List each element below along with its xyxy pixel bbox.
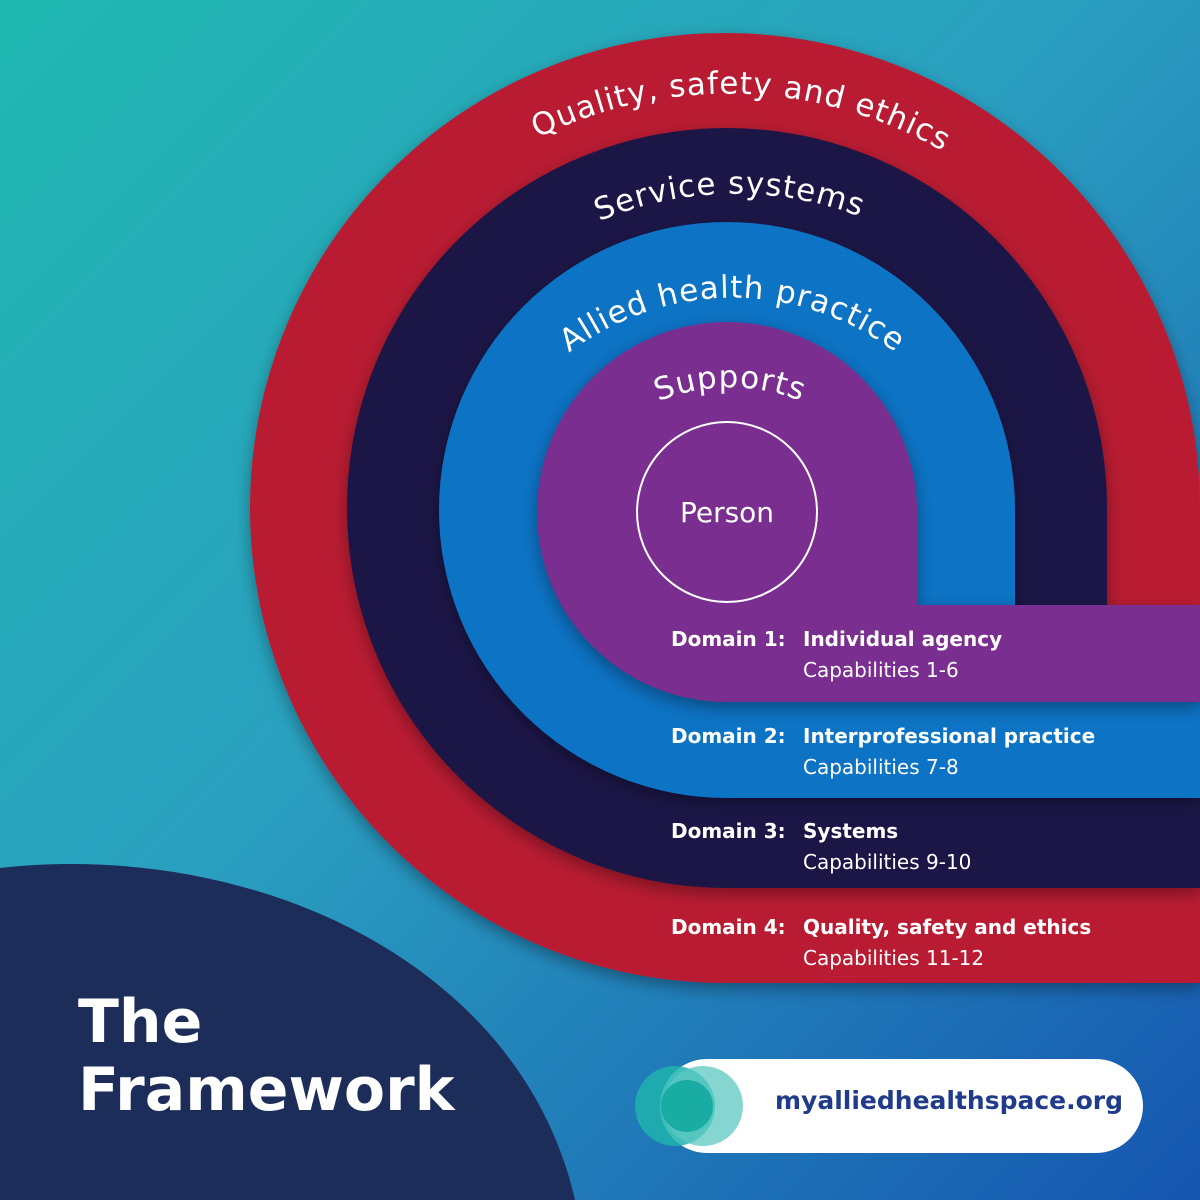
domain-3-title: Systems [803,819,899,843]
title-panel [0,864,575,1200]
domain-2: Domain 2: Interprofessional practice Cap… [671,721,1095,783]
person-label: Person [680,496,774,529]
domain-2-capabilities: Capabilities 7-8 [803,755,959,779]
ring-supports-band [537,322,1200,702]
domain-4: Domain 4: Quality, safety and ethics Cap… [671,912,1091,974]
domain-1: Domain 1: Individual agency Capabilities… [671,624,1002,686]
domain-1-title: Individual agency [803,627,1003,651]
page-title: The Framework [78,988,455,1124]
domain-3: Domain 3: Systems Capabilities 9-10 [671,816,971,878]
title-line-1: The [78,987,203,1057]
domain-4-name: Domain 4: [671,915,786,939]
person-circle [636,421,818,603]
domain-2-name: Domain 2: [671,724,786,748]
domain-3-capabilities: Capabilities 9-10 [803,850,972,874]
overlapping-circles-logo-icon [635,1066,743,1146]
domain-4-title: Quality, safety and ethics [803,915,1092,939]
domain-4-capabilities: Capabilities 11-12 [803,946,985,970]
domain-1-name: Domain 1: [671,627,786,651]
domain-3-name: Domain 3: [671,819,786,843]
title-line-2: Framework [78,1055,455,1125]
domain-2-title: Interprofessional practice [803,724,1096,748]
domain-1-capabilities: Capabilities 1-6 [803,658,959,682]
website-link[interactable]: myalliedhealthspace.org [775,1086,1124,1115]
